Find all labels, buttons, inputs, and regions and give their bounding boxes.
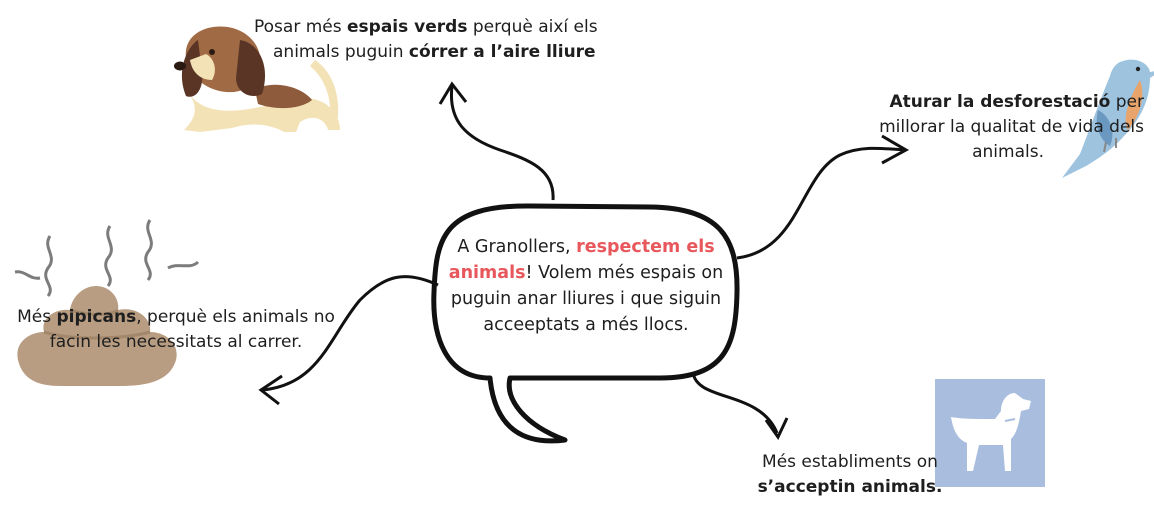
arrowhead-bottom — [764, 417, 789, 440]
right-p1: per — [1110, 92, 1144, 112]
bottom-idea-text: Més establiments on s’acceptin animals. — [745, 450, 955, 500]
top-p3: animals puguin — [273, 42, 409, 62]
arrowhead-top — [438, 81, 468, 105]
connector-left — [261, 275, 439, 392]
center-line2-rest: ! Volem més espais on — [525, 263, 724, 283]
connector-bottom — [691, 371, 779, 434]
top-b1: espais verds — [347, 17, 468, 37]
arrowhead-left — [258, 374, 283, 406]
left-p1: Més — [17, 307, 57, 327]
arrowhead-right — [881, 134, 910, 165]
center-line1-highlight: respectem els — [576, 237, 715, 257]
center-line1-prefix: A Granollers, — [457, 237, 577, 257]
poop-icon — [14, 219, 200, 386]
left-b1: pipicans — [56, 307, 137, 327]
top-b2: córrer a l’aire lliure — [408, 42, 596, 62]
beagle-dog-icon — [174, 26, 340, 132]
right-b1: Aturar la desforestació — [889, 92, 1111, 112]
left-p2: , perquè els animals no — [136, 307, 335, 327]
dog-silhouette-icon — [951, 393, 1031, 471]
center-line2-highlight: animals — [448, 263, 526, 283]
bird-icon — [1062, 59, 1154, 178]
bottom-b1: s’acceptin animals. — [757, 477, 943, 497]
center-line3: puguin anar lliures i que siguin — [450, 289, 722, 309]
left-p3: facin les necessitats al carrer. — [49, 332, 303, 352]
top-p1: Posar més — [254, 17, 347, 37]
right-p3: animals. — [972, 142, 1044, 162]
bottom-p1: Més establiments on — [762, 452, 938, 472]
dog-silhouette-tile — [935, 379, 1045, 487]
top-p2: perquè així els — [467, 17, 598, 37]
right-idea-text: Aturar la desforestació per millorar la … — [860, 90, 1144, 165]
connector-right — [736, 146, 906, 260]
top-idea-text: Posar més espais verds perquè així els a… — [254, 15, 614, 65]
left-idea-text: Més pipicans, perquè els animals no faci… — [6, 305, 346, 355]
connector-top — [449, 85, 555, 201]
center-message: A Granollers, respectem els animals! Vol… — [440, 234, 732, 338]
center-line4: acceeptats a més llocs. — [483, 315, 689, 335]
right-p2: millorar la qualitat de vida dels — [879, 117, 1144, 137]
speech-bubble — [431, 203, 740, 444]
